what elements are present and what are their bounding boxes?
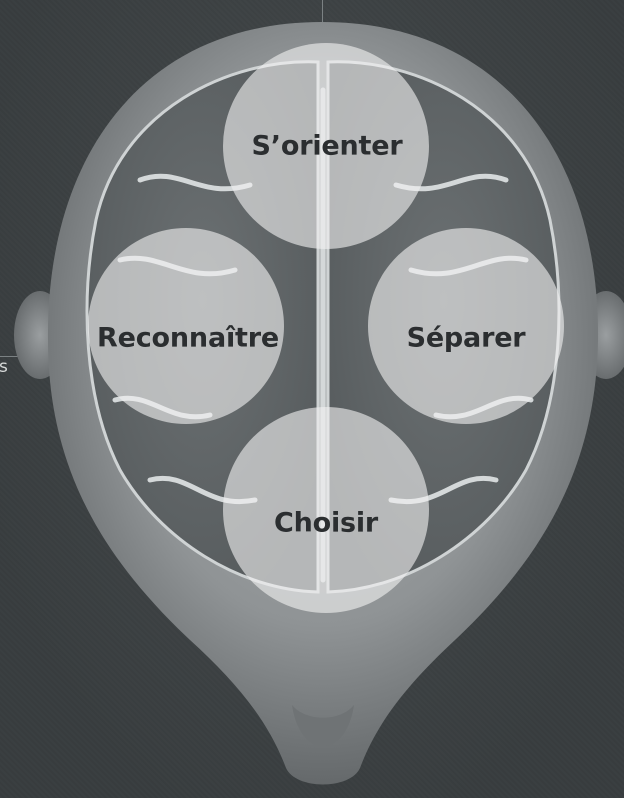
zone-label-top: S’orienter xyxy=(252,131,403,162)
zone-label-right: Séparer xyxy=(407,323,526,354)
zone-label-bottom: Choisir xyxy=(274,508,378,539)
zone-label-left: Reconnaître xyxy=(97,323,279,354)
